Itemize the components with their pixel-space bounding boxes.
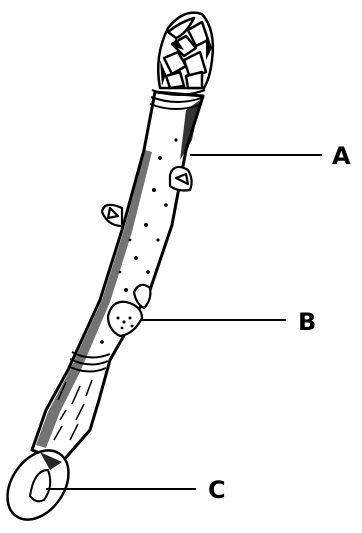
- callout-label-a: A: [332, 142, 351, 170]
- lateral-bud-left: [102, 205, 122, 226]
- callout-label-c: C: [208, 476, 226, 504]
- twig-stem: [32, 92, 203, 462]
- terminal-bud: [158, 13, 213, 88]
- lateral-bud-upper-right: [170, 167, 192, 191]
- callout-label-b: B: [298, 308, 316, 336]
